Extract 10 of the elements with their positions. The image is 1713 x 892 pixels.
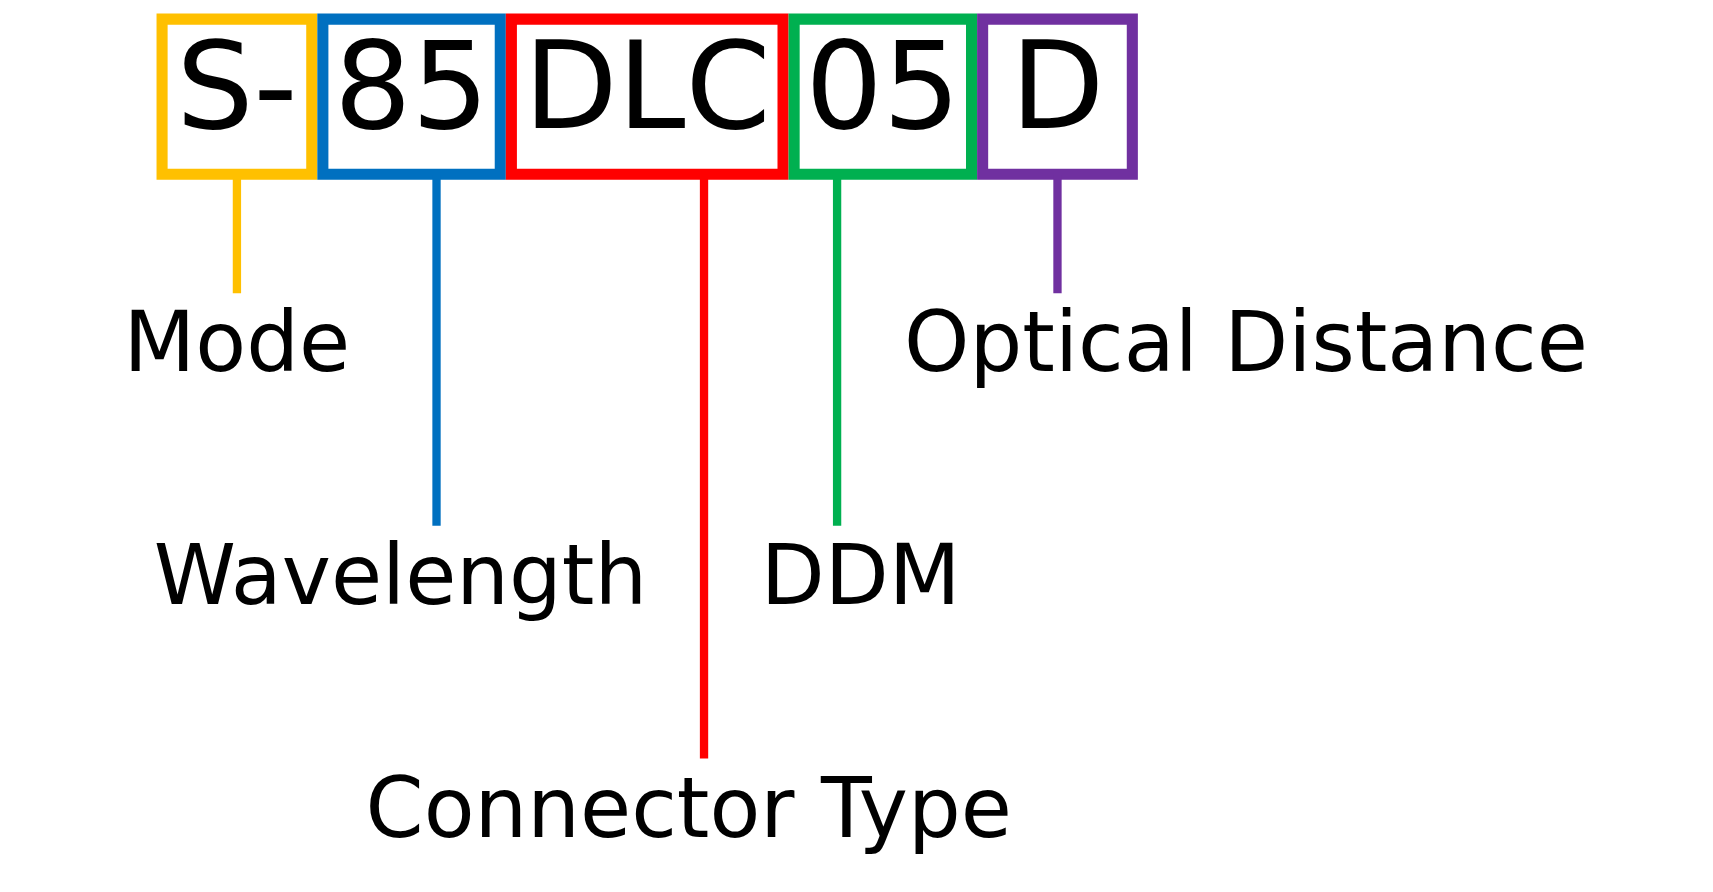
node-text: Wavelength xyxy=(153,527,648,625)
node-text: Optical Distance xyxy=(904,294,1588,392)
node-text: DDM xyxy=(760,527,961,625)
node-box: S- xyxy=(156,13,318,180)
node-box: 05 xyxy=(788,13,978,180)
node-box: D xyxy=(977,13,1138,180)
node-box: DLC xyxy=(505,13,789,180)
node-text: Mode xyxy=(123,294,351,392)
node-box: 85 xyxy=(317,13,506,180)
node-text: Connector Type xyxy=(365,759,1012,857)
